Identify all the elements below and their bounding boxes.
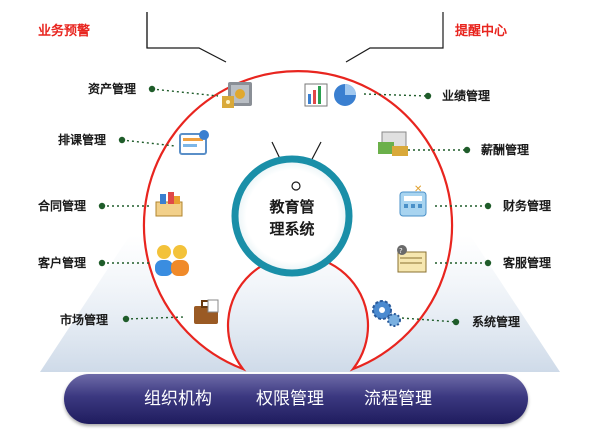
briefcase-icon <box>194 299 219 324</box>
left-leader-dots <box>98 85 156 323</box>
infrastructure-bar: 组织机构 权限管理 流程管理 <box>64 374 528 424</box>
module-label-performance: 业绩管理 <box>442 89 491 103</box>
module-label-salary: 薪酬管理 <box>481 143 530 157</box>
bar-item-workflow: 流程管理 <box>364 389 432 409</box>
module-label-assets: 资产管理 <box>88 82 137 96</box>
customers-icon <box>155 245 189 276</box>
center-ring <box>231 155 353 277</box>
svg-text:✕: ✕ <box>414 184 422 195</box>
left-leaders <box>102 88 219 320</box>
module-label-system: 系统管理 <box>472 315 521 329</box>
system-gears-icon <box>372 300 401 327</box>
business-warning-label: 业务预警 <box>38 24 91 39</box>
calculator-icon: ✕ <box>399 184 427 217</box>
right-leader-dots <box>424 92 492 326</box>
module-label-contracts: 合同管理 <box>38 199 87 213</box>
module-label-service: 客服管理 <box>503 256 552 270</box>
reminder-center-label: 提醒中心 <box>455 24 508 39</box>
contract-icon <box>155 192 183 217</box>
service-notebook-icon: ? <box>397 245 427 273</box>
right-bracket-line <box>345 12 444 63</box>
schedule-icon <box>179 130 209 155</box>
center-title: 教育管 理系统 <box>245 196 339 240</box>
left-bracket-line <box>146 12 227 63</box>
bar-item-organization: 组织机构 <box>144 389 212 409</box>
module-label-customers: 客户管理 <box>38 256 87 270</box>
bar-item-permissions: 权限管理 <box>256 389 324 409</box>
salary-icon <box>378 131 408 156</box>
module-label-scheduling: 排课管理 <box>58 133 107 147</box>
center-connector-knot <box>291 181 301 191</box>
safe-icon <box>222 82 252 108</box>
module-label-marketing: 市场管理 <box>60 313 109 327</box>
svg-text:?: ? <box>399 247 403 255</box>
center-title-line-1: 教育管 <box>269 198 315 216</box>
charts-icon <box>304 83 356 107</box>
right-leaders <box>363 93 488 323</box>
module-label-finance: 财务管理 <box>503 199 552 213</box>
center-title-line-2: 理系统 <box>269 220 315 238</box>
